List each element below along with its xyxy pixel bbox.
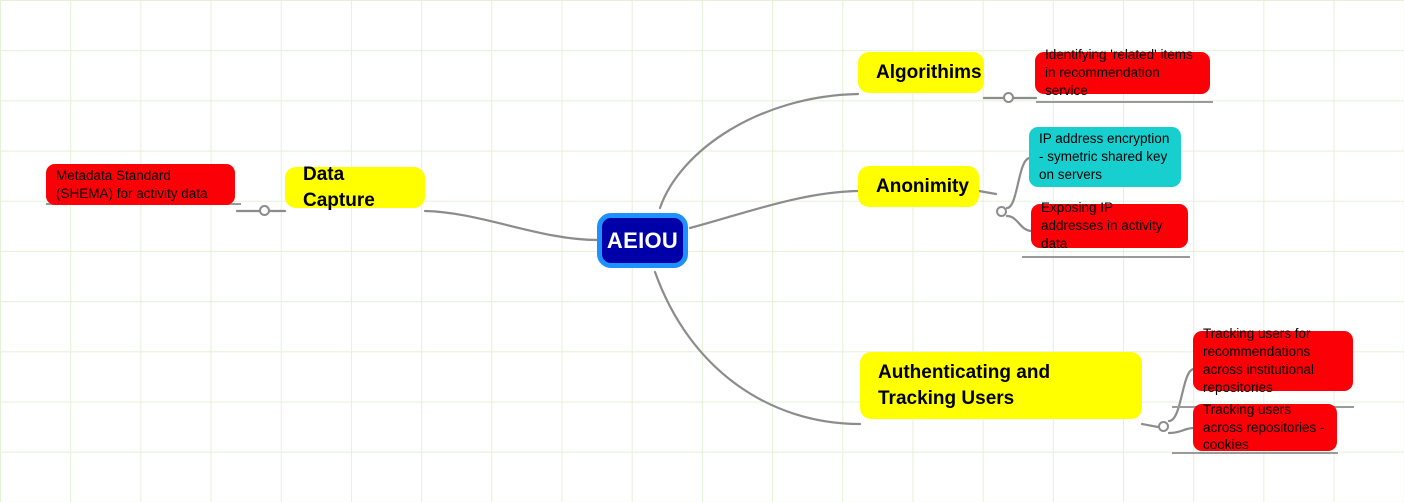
mindmap-node-metadata-standard[interactable]: Metadata Standard (SHEMA) for activity d… bbox=[46, 164, 235, 205]
mindmap-node-tracking-recommend-label: Tracking users for recommendations acros… bbox=[1203, 326, 1315, 395]
mindmap-node-related-items-label: Identifying 'related' items in recommend… bbox=[1045, 47, 1193, 98]
mindmap-node-tracking-cookies[interactable]: Tracking users across repositories - coo… bbox=[1193, 401, 1337, 453]
edge-anonimity-handle bbox=[977, 189, 998, 196]
mindmap-node-algorithims-label: Algorithims bbox=[876, 61, 982, 83]
collapse-handle-auth-tracking[interactable] bbox=[1158, 421, 1169, 432]
mindmap-node-metadata-standard-label: Metadata Standard (SHEMA) for activity d… bbox=[56, 167, 208, 201]
edge-handle-exposing-ip bbox=[1005, 214, 1034, 233]
node-shelf-related-items bbox=[1036, 101, 1213, 103]
edge-handle-tracking-cookies bbox=[1167, 426, 1196, 435]
edge-root-data-capture bbox=[423, 209, 599, 242]
mindmap-node-exposing-ip-label: Exposing IP addresses in activity data bbox=[1041, 200, 1163, 251]
collapse-handle-anonimity[interactable] bbox=[996, 206, 1007, 217]
mindmap-node-tracking-cookies-label: Tracking users across repositories - coo… bbox=[1203, 401, 1325, 453]
mindmap-node-ip-encryption-label: IP address encryption - symetric shared … bbox=[1039, 131, 1170, 182]
edge-handle-ip-encryption bbox=[1005, 156, 1032, 210]
edge-auth-handle bbox=[1140, 422, 1160, 429]
mindmap-node-algorithims[interactable]: Algorithims bbox=[858, 52, 984, 93]
mindmap-node-data-capture-label: Data Capture bbox=[303, 163, 375, 211]
collapse-handle-data-capture[interactable] bbox=[259, 205, 270, 216]
mindmap-root-node[interactable]: AEIOU bbox=[597, 213, 688, 268]
mindmap-node-auth-tracking[interactable]: Authenticating and Tracking Users bbox=[860, 352, 1142, 419]
node-shelf-exposing-ip bbox=[1022, 256, 1190, 258]
mindmap-root-label: AEIOU bbox=[606, 227, 679, 253]
collapse-handle-algorithims[interactable] bbox=[1003, 92, 1014, 103]
edge-root-auth-tracking bbox=[653, 270, 862, 426]
mindmap-node-ip-encryption[interactable]: IP address encryption - symetric shared … bbox=[1029, 127, 1181, 187]
mindmap-node-anonimity[interactable]: Anonimity bbox=[858, 166, 979, 207]
mindmap-node-anonimity-label: Anonimity bbox=[876, 175, 969, 197]
mindmap-node-auth-tracking-label: Authenticating and Tracking Users bbox=[878, 361, 1051, 409]
mindmap-node-data-capture[interactable]: Data Capture bbox=[285, 164, 425, 211]
mindmap-node-related-items[interactable]: Identifying 'related' items in recommend… bbox=[1035, 47, 1210, 98]
mindmap-node-exposing-ip[interactable]: Exposing IP addresses in activity data bbox=[1031, 200, 1188, 251]
node-shelf-tracking-cookies bbox=[1172, 452, 1338, 454]
mindmap-node-tracking-recommend[interactable]: Tracking users for recommendations acros… bbox=[1193, 326, 1353, 395]
edge-handle-tracking-recommend bbox=[1167, 367, 1196, 423]
edge-root-algorithims bbox=[658, 92, 860, 210]
edge-root-anonimity bbox=[688, 189, 860, 230]
